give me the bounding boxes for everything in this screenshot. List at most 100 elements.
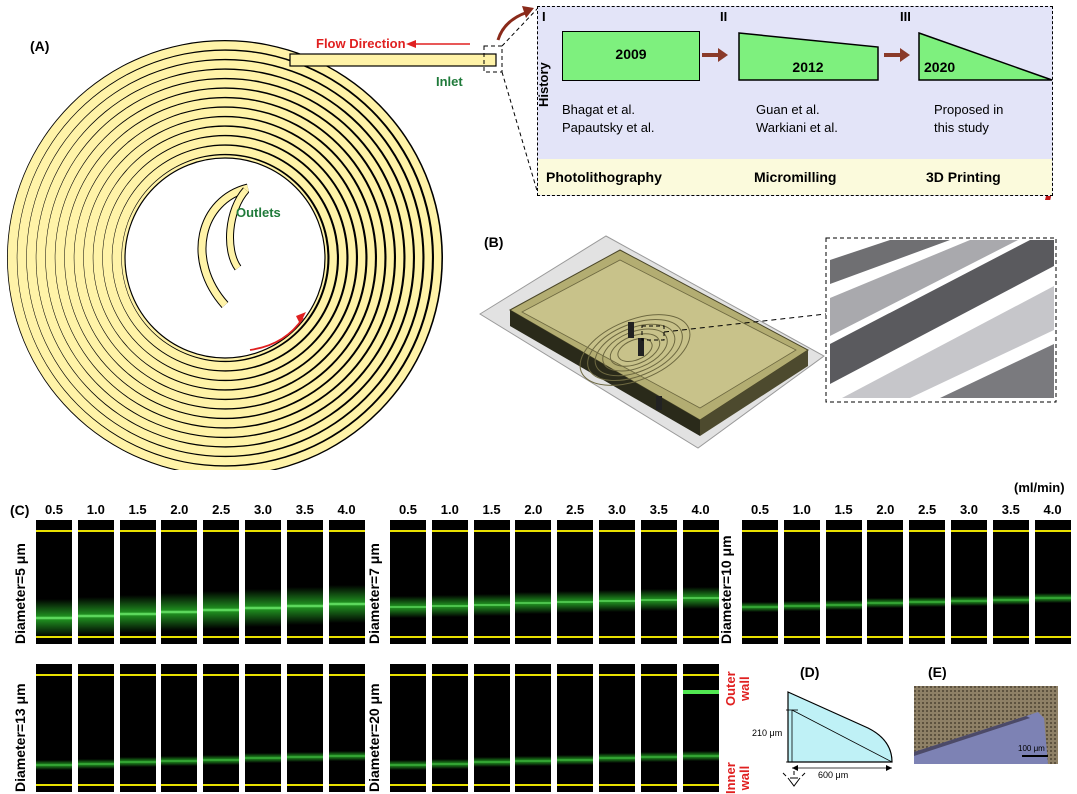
- particle-band: [390, 760, 426, 770]
- flow-strip: [867, 520, 904, 644]
- particle-band: [161, 593, 198, 632]
- flow-rate-label: 3.0: [253, 502, 273, 517]
- flow-rate-label: 2.5: [566, 502, 585, 517]
- spiral-diagram: [7, 40, 503, 470]
- flow-strip: [77, 664, 114, 792]
- stage-3-year: 2020: [924, 59, 956, 75]
- flow-strip: [286, 664, 323, 792]
- particle-band: [909, 597, 946, 608]
- stage-arrow-2: [884, 48, 910, 62]
- flow-strip: [328, 664, 365, 792]
- inlet-channel: [289, 53, 497, 67]
- flow-rate-label: 4.0: [1043, 502, 1062, 517]
- particle-band: [77, 596, 114, 635]
- flow-rate-label: 1.0: [440, 502, 459, 517]
- inlet-zoom-box: [483, 45, 503, 73]
- cross-section: [782, 691, 893, 787]
- spiral-channel: [7, 40, 443, 470]
- stage-1-year: 2009: [615, 46, 647, 62]
- flow-strip: [328, 520, 365, 644]
- stage-2-authors: Guan et al. Warkiani et al.: [756, 102, 838, 135]
- particle-band: [119, 757, 156, 768]
- diameter-label: Diameter=7 μm: [366, 543, 382, 644]
- stage-2-method: Micromilling: [754, 169, 837, 185]
- stage-1-roman: I: [542, 9, 546, 24]
- particle-band: [431, 758, 468, 769]
- flow-strip: [203, 664, 240, 792]
- height-label: 210 μm: [752, 728, 783, 738]
- flow-strip: [682, 520, 719, 644]
- flow-strip: [557, 664, 594, 792]
- particle-band: [783, 600, 820, 611]
- flow-strip: [473, 664, 510, 792]
- flow-rate-label: 3.5: [649, 502, 668, 517]
- flow-strip: [390, 664, 426, 792]
- method-band: [538, 159, 1052, 195]
- flow-rate-label: 3.0: [607, 502, 627, 517]
- particle-band: [1034, 593, 1071, 604]
- flow-strip: [473, 520, 510, 644]
- history-label: History: [536, 62, 551, 107]
- particle-band: [742, 602, 778, 613]
- flow-rate-label: 1.0: [86, 502, 105, 517]
- flow-arrowhead: [406, 40, 416, 48]
- stage-2-roman: II: [720, 9, 728, 24]
- flow-rate-label: 2.0: [170, 502, 189, 517]
- stage-1-shape: 2009: [562, 31, 700, 81]
- particle-band: [557, 754, 594, 765]
- particle-band: [36, 598, 72, 637]
- stage-arrow-1: [702, 48, 728, 62]
- particle-band: [119, 594, 156, 633]
- particle-band: [431, 594, 468, 617]
- flow-rate-label: 2.0: [524, 502, 543, 517]
- stage-1-authors: Bhagat et al. Papautsky et al.: [562, 102, 655, 135]
- flow-strip: [36, 664, 72, 792]
- particle-band: [328, 585, 365, 624]
- flow-direction-label: Flow Direction: [316, 36, 406, 51]
- stage-3-roman: III: [900, 9, 911, 24]
- particle-band: [992, 594, 1029, 605]
- flow-rate-label: 0.5: [398, 502, 418, 517]
- flow-strip: [557, 520, 594, 644]
- flow-strip: [599, 664, 635, 792]
- particle-band: [599, 589, 635, 612]
- particle-band: [473, 757, 510, 768]
- particle-band: [473, 593, 510, 616]
- particle-band: [390, 596, 426, 619]
- particle-band: [682, 587, 719, 610]
- flow-strip: [161, 664, 198, 792]
- particle-band: [77, 758, 114, 769]
- flow-strip: [161, 520, 198, 644]
- diameter-label: Diameter=5 μm: [12, 543, 28, 644]
- flow-strip: [119, 520, 156, 644]
- flow-strip: [77, 520, 114, 644]
- flow-rate-label: 0.5: [750, 502, 770, 517]
- stage-3-shape: [918, 31, 1053, 81]
- flow-strip: [1034, 520, 1071, 644]
- particle-band: [203, 591, 240, 630]
- particle-band: [245, 589, 281, 628]
- particle-band: [245, 753, 281, 764]
- panel-label-a: (A): [30, 38, 50, 54]
- particle-band: [640, 588, 677, 611]
- flow-rate-label: 4.0: [337, 502, 356, 517]
- flow-rate-label: 1.5: [482, 502, 501, 517]
- diameter-label: Diameter=20 μm: [366, 683, 382, 792]
- particle-band: [515, 592, 552, 615]
- flow-strip: [431, 520, 468, 644]
- outlets-label: Outlets: [236, 205, 281, 220]
- flow-unit: (ml/min): [1014, 480, 1065, 495]
- micrograph: 100 μm: [914, 686, 1058, 764]
- particle-band: [328, 750, 365, 761]
- particle-band: [557, 591, 594, 614]
- flow-strip: [245, 664, 281, 792]
- panel-label-b: (B): [484, 234, 504, 250]
- flow-strip: [36, 520, 72, 644]
- flow-strip: [431, 664, 468, 792]
- device-render: [479, 235, 1057, 449]
- stage-2-year: 2012: [792, 59, 824, 75]
- scale-bar-label: 100 μm: [1018, 744, 1045, 753]
- stage-2-shape: [738, 32, 879, 81]
